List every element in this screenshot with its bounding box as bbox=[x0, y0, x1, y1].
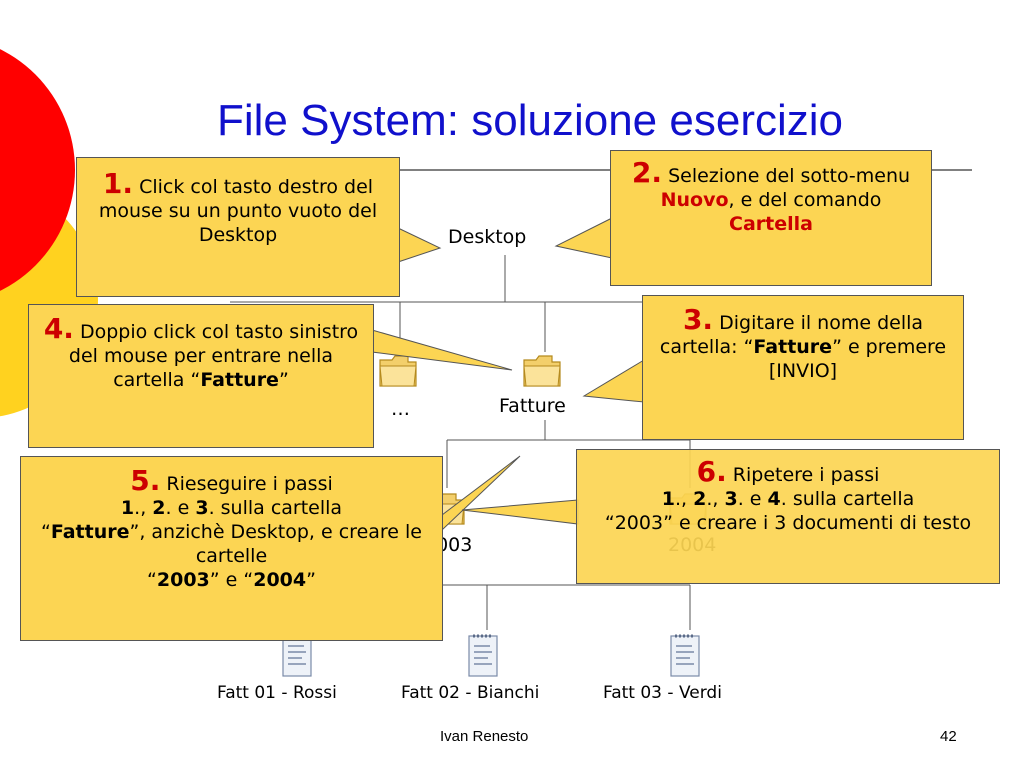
ellipsis-folder-label: … bbox=[391, 398, 410, 420]
step-text: ., bbox=[706, 488, 725, 510]
folder-name: 2004 bbox=[253, 569, 307, 591]
folder-icon[interactable] bbox=[522, 352, 562, 388]
step-text: . sulla cartella bbox=[208, 497, 343, 519]
page-number: 42 bbox=[940, 728, 957, 745]
step-ref: 2 bbox=[152, 497, 166, 519]
menu-name: Nuovo bbox=[660, 189, 729, 211]
step-text: ., bbox=[674, 488, 694, 510]
pointer-5 bbox=[441, 455, 521, 532]
step-number: 5. bbox=[130, 464, 161, 497]
file-label[interactable]: Fatt 03 - Verdi bbox=[603, 683, 722, 703]
step-number: 6. bbox=[696, 455, 727, 488]
text-document-icon[interactable] bbox=[668, 632, 704, 680]
desktop-label: Desktop bbox=[448, 226, 527, 248]
callout-step-4: 4. Doppio click col tasto sinistro del m… bbox=[28, 304, 374, 448]
step-number: 1. bbox=[102, 167, 134, 200]
command-name: Cartella bbox=[729, 213, 813, 235]
step-ref: 2 bbox=[693, 488, 707, 510]
folder-name: 2003 bbox=[156, 569, 210, 591]
step-text: “ bbox=[41, 521, 51, 543]
pointer-4 bbox=[371, 329, 513, 371]
file-label[interactable]: Fatt 01 - Rossi bbox=[217, 683, 337, 703]
callout-step-5: 5. Rieseguire i passi 1., 2. e 3. sulla … bbox=[20, 456, 443, 641]
folder-name: Fatture bbox=[200, 369, 279, 391]
step-ref: 1 bbox=[661, 488, 675, 510]
file-label[interactable]: Fatt 02 - Bianchi bbox=[401, 683, 540, 703]
callout-step-1: 1. Click col tasto destro del mouse su u… bbox=[76, 157, 400, 297]
step-text: . sulla cartella bbox=[780, 488, 915, 510]
step-text: ” e premere [INVIO] bbox=[768, 336, 947, 382]
step-number: 3. bbox=[682, 303, 714, 336]
step-ref: 4 bbox=[767, 488, 781, 510]
step-text: ” bbox=[278, 369, 289, 391]
step-text: Doppio click col tasto sinistro del mous… bbox=[68, 321, 359, 391]
step-text: , e del comando bbox=[728, 189, 882, 211]
pointer-1 bbox=[397, 227, 442, 263]
step-text: . e bbox=[737, 488, 768, 510]
step-text: Selezione del sotto-menu bbox=[662, 165, 911, 187]
callout-step-3: 3. Digitare il nome della cartella: “Fat… bbox=[642, 295, 964, 440]
step-text: “ bbox=[147, 569, 157, 591]
step-text: Rieseguire i passi bbox=[160, 473, 333, 495]
step-text: ” bbox=[306, 569, 316, 591]
callout-step-6: 6. Ripetere i passi 1., 2., 3. e 4. sull… bbox=[576, 449, 1000, 584]
step-text: Digitare il nome della cartella: “ bbox=[659, 312, 924, 358]
pointer-3 bbox=[582, 359, 645, 403]
footer-author: Ivan Renesto bbox=[440, 728, 529, 745]
step-ref: 3 bbox=[724, 488, 738, 510]
folder-name: Fatture bbox=[753, 336, 833, 358]
step-number: 4. bbox=[43, 312, 74, 345]
step-text: ”, anzichè Desktop, e creare le cartelle bbox=[129, 521, 422, 567]
pointer-6 bbox=[461, 499, 579, 525]
step-ref: 3 bbox=[195, 497, 209, 519]
fatture-folder-label[interactable]: Fatture bbox=[499, 395, 566, 417]
red-circle bbox=[0, 49, 75, 291]
step-text: “2003” e creare i 3 documenti di testo bbox=[604, 512, 972, 534]
step-number: 2. bbox=[631, 156, 663, 189]
step-text: ., bbox=[134, 497, 153, 519]
folder-icon[interactable] bbox=[378, 352, 418, 388]
text-document-icon[interactable] bbox=[466, 632, 502, 680]
callout-step-2: 2. Selezione del sotto-menu Nuovo, e del… bbox=[610, 150, 932, 286]
folder-name: Fatture bbox=[50, 521, 130, 543]
slide-title: File System: soluzione esercizio bbox=[216, 96, 843, 145]
step-text: . e bbox=[165, 497, 196, 519]
pointer-2 bbox=[554, 217, 613, 259]
step-ref: 1 bbox=[120, 497, 135, 519]
step-text: Click col tasto destro del mouse su un p… bbox=[98, 176, 378, 246]
step-text: Ripetere i passi bbox=[726, 464, 880, 486]
step-text: ” e “ bbox=[209, 569, 254, 591]
